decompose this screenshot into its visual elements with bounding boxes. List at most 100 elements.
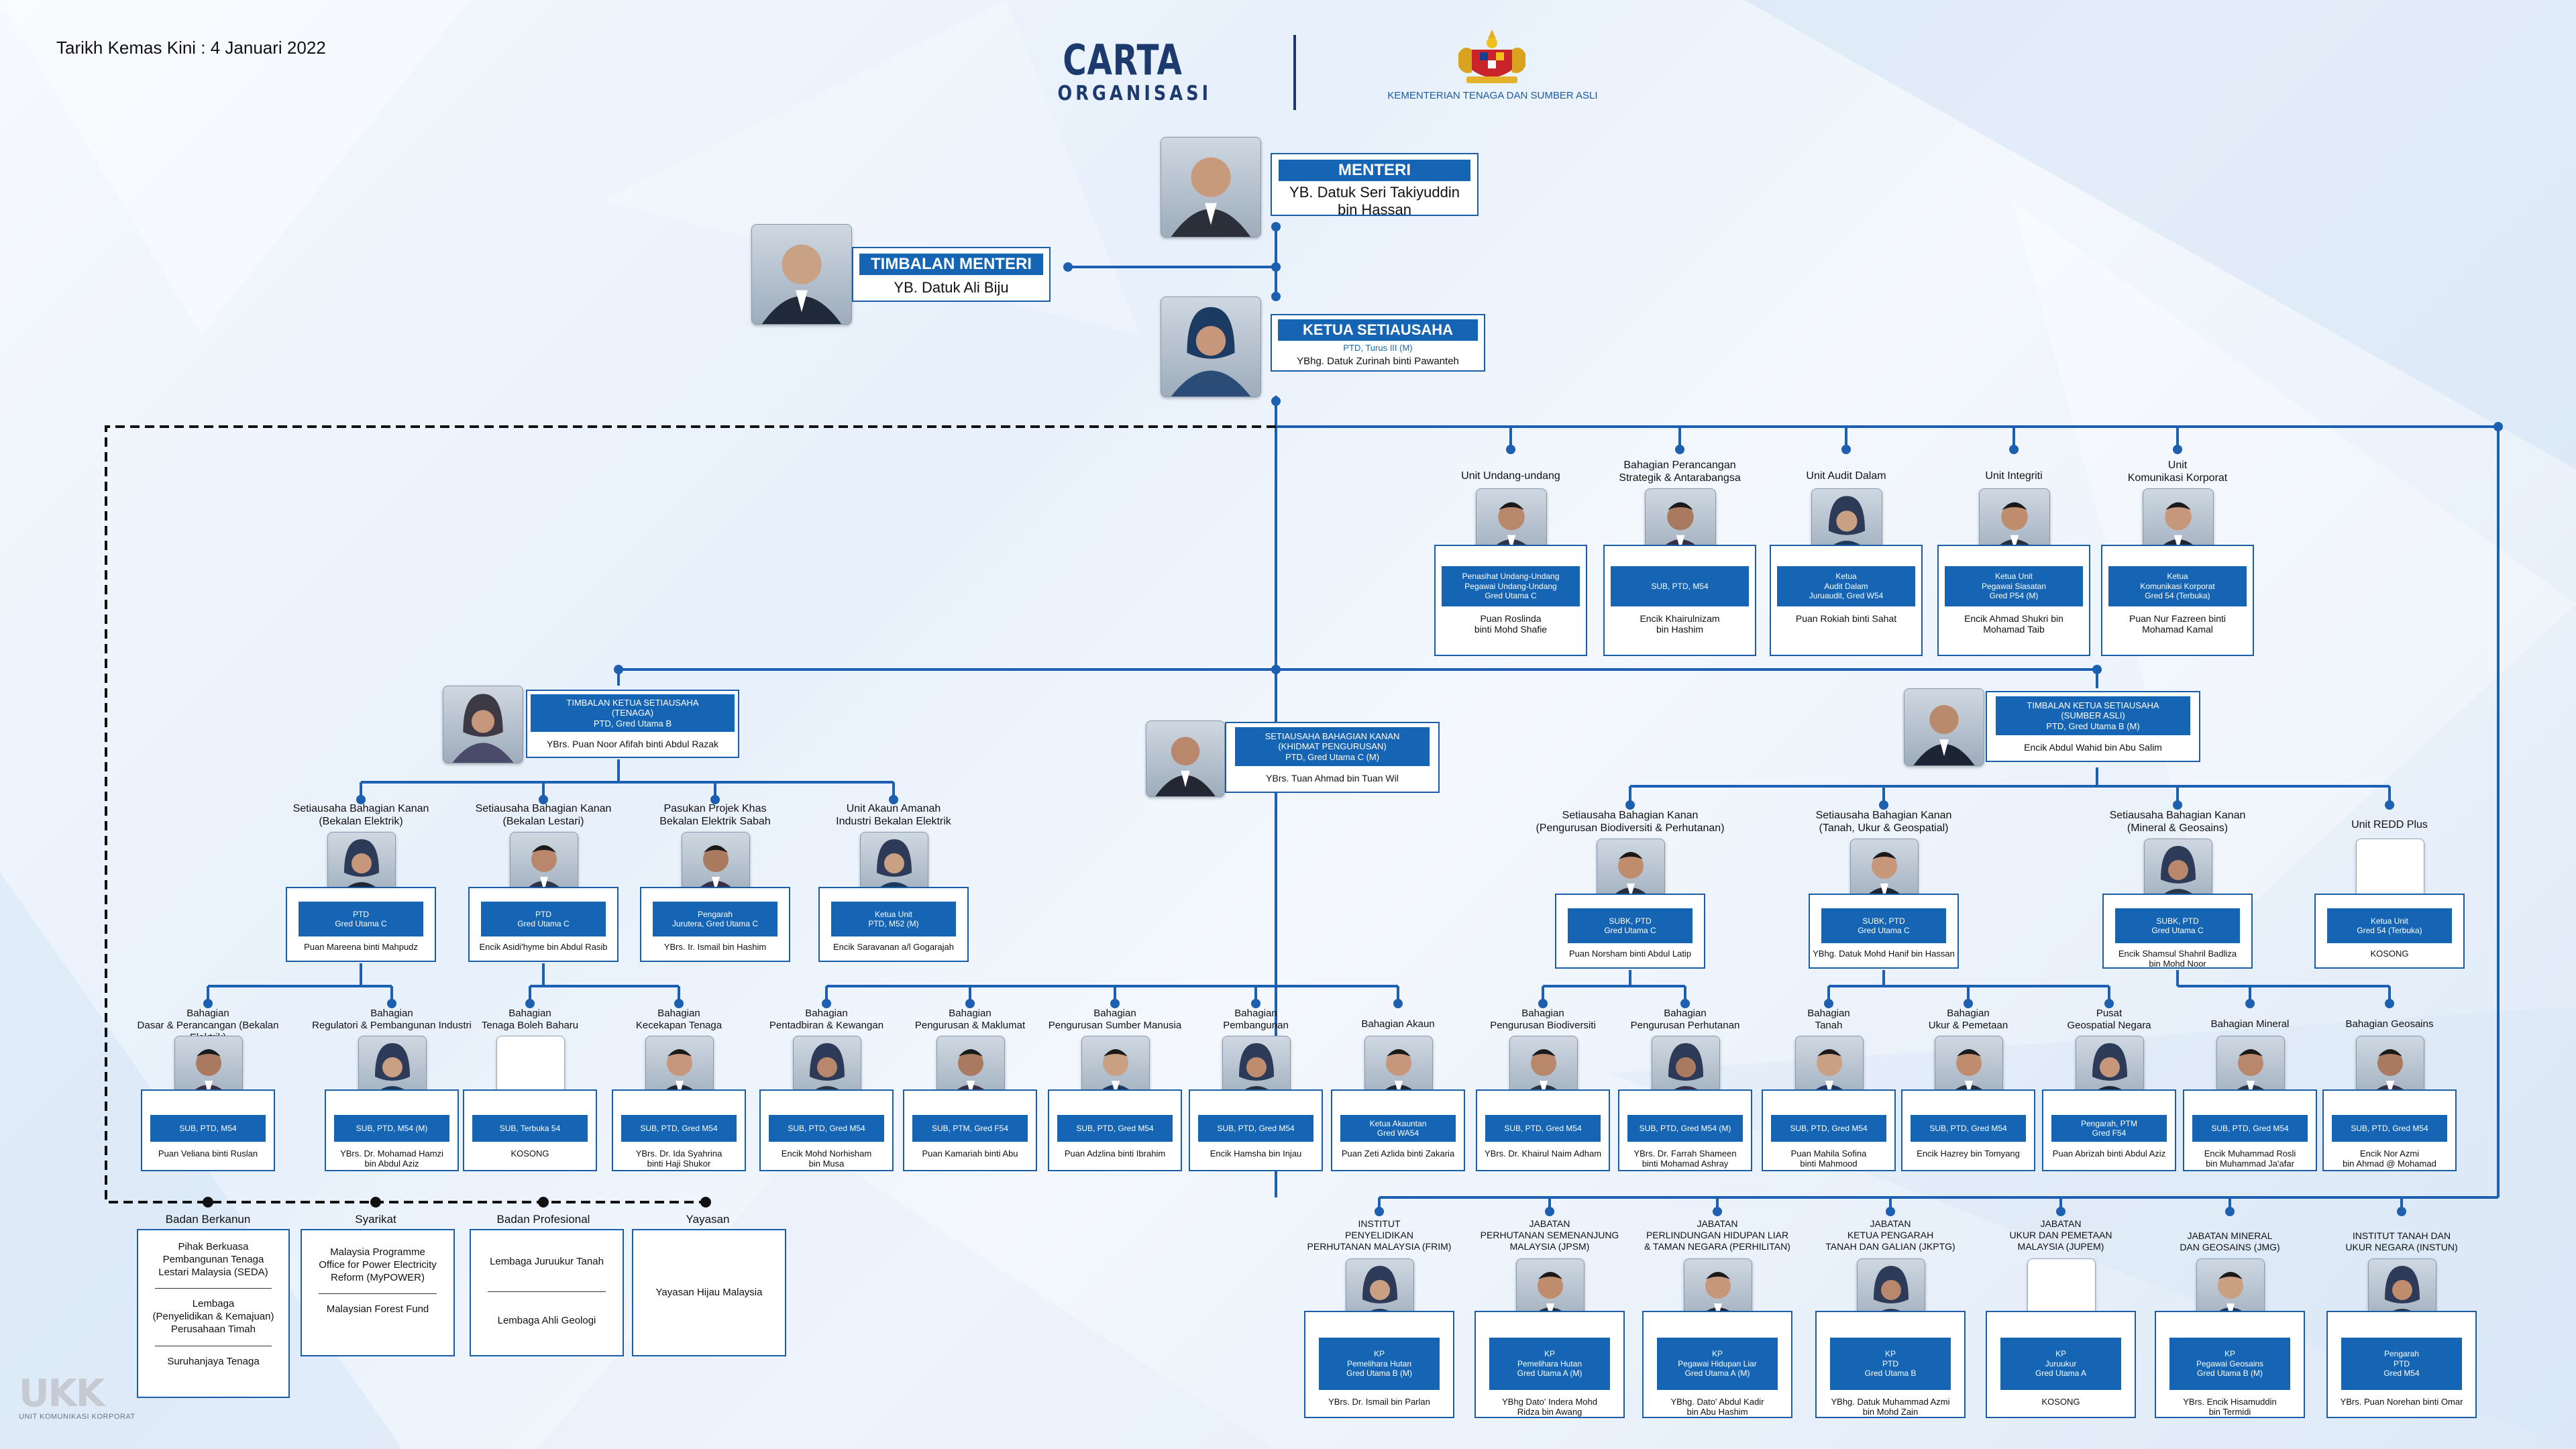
level4-name-1: Puan Zeti Azlida binti Zakaria: [1341, 1148, 1455, 1159]
menteri-name-1: YB. Datuk Seri Takiyuddin: [1289, 184, 1460, 201]
level3-label-line-1: Pasukan Projek Khas: [663, 803, 767, 814]
agency-bar3: Gred Utama B (M): [1346, 1368, 1412, 1379]
tks-tenaga-name: YBrs. Puan Noor Afifah binti Abdul Razak: [546, 739, 719, 749]
level4-label-line-1: Bahagian Akaun: [1361, 1018, 1435, 1030]
level4-bar: SUB, PTD, Gred M54: [621, 1115, 737, 1142]
level3-bar-2: PTD, M52 (M): [868, 919, 919, 928]
level3-label-line-2: (Pengurusan Biodiversiti & Perhutanan): [1536, 822, 1725, 835]
level3-bar-2: Jurutera, Gred Utama C: [672, 919, 759, 928]
menteri-photo: [1161, 137, 1261, 237]
level4-label-line-1: Bahagian Geosains: [2345, 1018, 2434, 1030]
level4-bar: SUB, PTD, Gred M54: [2192, 1115, 2308, 1142]
level4-label-line-1: Bahagian: [1234, 1008, 1277, 1019]
unit-bar2: Audit Dalam: [1824, 581, 1868, 591]
tks-sumber-grade: PTD, Gred Utama B (M): [2046, 720, 2140, 731]
level3-label-line-1: Setiausaha Bahagian Kanan: [1562, 810, 1699, 821]
agency-label-line-1: JABATAN: [2040, 1218, 2082, 1229]
level4-name-1: Encik Hamsha bin Injau: [1210, 1148, 1302, 1159]
level3-name-1: Encik Asidi'hyme bin Abdul Rasib: [479, 942, 608, 952]
title-line-1: CARTA: [1063, 36, 1183, 85]
level3-label: Unit REDD Plus: [2269, 818, 2510, 831]
level4-name-1: Encik Muhammad Rosli: [2204, 1148, 2296, 1159]
seda-line-2: Pembangunan Tenaga: [162, 1253, 264, 1265]
tks-sumber-title: TIMBALAN KETUA SETIAUSAHA: [2027, 700, 2159, 710]
st-item: Suruhanjaya Tenaga: [167, 1355, 260, 1367]
level4-label: Bahagian Geosains: [2309, 1018, 2470, 1030]
level4-name-1: Encik Mohd Norhisham: [781, 1148, 872, 1159]
mypower-line-1: Malaysia Programme: [330, 1246, 425, 1258]
level4-bar: SUB, PTD, Gred M54: [769, 1115, 884, 1142]
level4-bar-1: SUB, PTD, M54 (M): [356, 1123, 428, 1133]
timbalan-menteri-name: YB. Datuk Ali Biju: [894, 279, 1009, 296]
ksu-box: KETUA SETIAUSAHA PTD, Turus III (M) YBhg…: [1271, 314, 1485, 372]
level3-bar-1: Ketua Unit: [874, 909, 913, 919]
agency-name-1: YBhg. Datuk Muhammad Azmi: [1831, 1397, 1950, 1407]
sbk-pengurusan-photo: [1146, 720, 1225, 797]
level4-label-line-1: Bahagian: [1521, 1008, 1564, 1019]
level4-name-2: bin Muhammad Ja'afar: [2206, 1159, 2294, 1169]
unit-name-2: binti Mohd Shafie: [1474, 624, 1548, 635]
level4-name-2: binti Haji Shukor: [647, 1159, 711, 1169]
agency-bar1: KP: [1544, 1349, 1555, 1359]
level3-label-line-1: Unit Akaun Amanah: [846, 803, 941, 814]
menteri-name-2: bin Hassan: [1337, 201, 1412, 218]
level4-label-line-2: Regulatori & Pembangunan Industri: [312, 1020, 472, 1031]
level4-name-2: binti Mohamad Ashray: [1642, 1159, 1729, 1169]
level4-bar-1: SUB, PTD, Gred M54: [1504, 1123, 1582, 1133]
agency-bar1: KP: [1711, 1349, 1723, 1359]
level4-bar: SUB, PTD, M54 (M): [334, 1115, 449, 1142]
level4-name-1: Encik Nor Azmi: [2359, 1148, 2420, 1159]
level4-name-1: YBrs. Dr. Farrah Shameen: [1633, 1148, 1737, 1159]
unit-label-line-1: Unit: [2167, 460, 2188, 471]
timah-line-3: Perusahaan Timah: [171, 1323, 256, 1335]
ksu-title: KETUA SETIAUSAHA: [1278, 319, 1478, 341]
level3-label-line-2: (Bekalan Elektrik): [319, 816, 403, 828]
level4-bar-1: SUB, Terbuka 54: [499, 1123, 561, 1133]
tks-tenaga-title: TIMBALAN KETUA SETIAUSAHA: [566, 697, 699, 708]
unit-bar: SUB, PTD, M54: [1611, 566, 1749, 606]
ministry-name: KEMENTERIAN TENAGA DAN SUMBER ASLI: [1387, 90, 1598, 101]
yayasan-box: Yayasan Hijau Malaysia: [632, 1229, 786, 1356]
yayasan-title: Yayasan: [686, 1213, 730, 1226]
unit-label-line-1: Unit Audit Dalam: [1806, 470, 1886, 482]
level4-bar-1: SUB, PTD, Gred M54: [788, 1123, 865, 1133]
level4-label-line-2: Kecekapan Tenaga: [635, 1020, 722, 1031]
level4-label-line-2: Tenaga Boleh Baharu: [481, 1020, 579, 1031]
ljt-item: Lembaga Juruukur Tanah: [490, 1256, 604, 1267]
agency-bar3: Gred Utama B (M): [2196, 1368, 2263, 1379]
agency-label-line-1: JABATAN: [1529, 1218, 1570, 1229]
agency-name-2: bin Mohd Zain: [1862, 1407, 1919, 1417]
level4-bar: SUB, PTD, Gred M54 (M): [1627, 1115, 1743, 1142]
agency-bar3: Gred Utama A (M): [1517, 1368, 1582, 1379]
level4-bar-1: SUB, PTD, Gred M54: [2211, 1123, 2289, 1133]
level4-bar-1: SUB, PTM, Gred F54: [931, 1123, 1009, 1133]
agency-label-line-2: PENYELIDIKAN: [1345, 1229, 1413, 1240]
syarikat-box: Malaysia Programme Office for Power Elec…: [301, 1229, 455, 1356]
unit-bar3: Gred P54 (M): [1989, 591, 2039, 601]
agency-bar1: KP: [1373, 1349, 1385, 1359]
unit-label-line-1: Unit Integriti: [1985, 470, 2043, 482]
level3-bar-1: PTD: [353, 909, 369, 919]
coat-of-arms-icon: [1458, 30, 1525, 83]
level4-name-1: YBrs. Dr. Khairul Naim Adham: [1484, 1148, 1602, 1159]
